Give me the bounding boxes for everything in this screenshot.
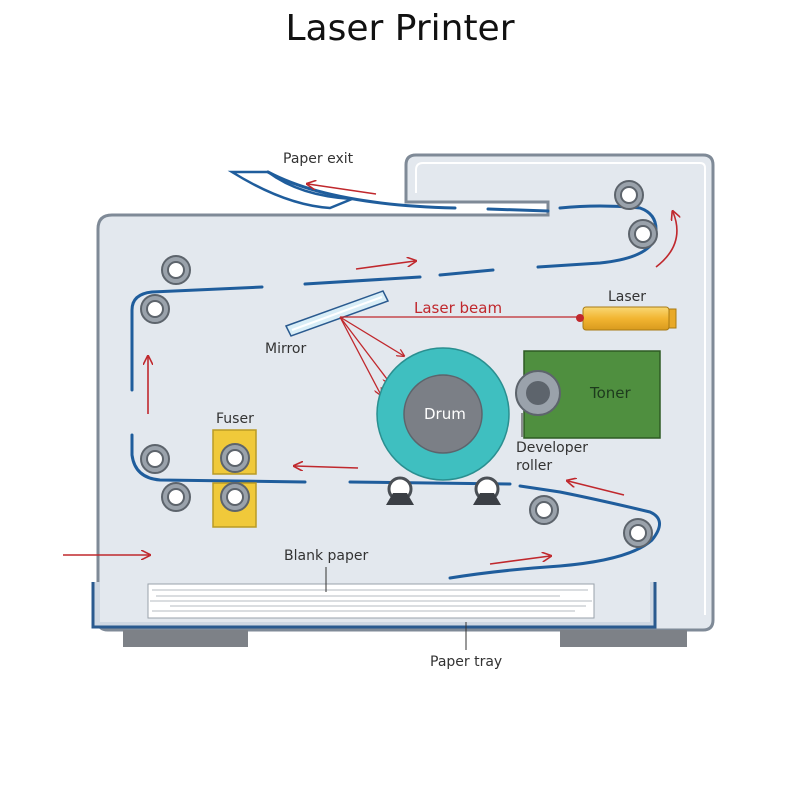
label-blank-paper: Blank paper (284, 548, 368, 564)
mirror-icon (284, 290, 390, 337)
label-developer: Developer (516, 440, 588, 456)
developer-roller-icon (515, 370, 561, 437)
drum-icon (376, 347, 510, 481)
arrow-icon (63, 184, 677, 565)
reflected-rays (339, 316, 404, 395)
label-paper-tray: Paper tray (430, 654, 502, 670)
laser-icon (576, 306, 677, 331)
rollers (140, 180, 658, 548)
paper-stack-icon (147, 583, 595, 619)
label-toner: Toner (589, 384, 632, 402)
label-laser: Laser (608, 289, 646, 305)
label-laser-beam: Laser beam (414, 299, 502, 317)
roller-icon (614, 180, 644, 210)
printer-foot-right (560, 630, 687, 647)
roller-icon (161, 255, 191, 285)
printer-foot-left (123, 630, 248, 647)
label-drum: Drum (424, 405, 466, 423)
roller-icon (628, 219, 658, 249)
label-paper-exit: Paper exit (283, 151, 354, 167)
label-roller: roller (516, 458, 552, 474)
page-title: Laser Printer (285, 8, 515, 49)
paper-exit-sheet (227, 170, 353, 210)
roller-icon (529, 495, 559, 525)
roller-icon (161, 482, 191, 512)
roller-icon (140, 294, 170, 324)
roller-icon (623, 518, 653, 548)
label-mirror: Mirror (265, 341, 306, 357)
roller-icon (140, 444, 170, 474)
label-fuser: Fuser (216, 411, 254, 427)
fuser-icon (212, 429, 257, 528)
drum-support-rollers (386, 476, 501, 505)
